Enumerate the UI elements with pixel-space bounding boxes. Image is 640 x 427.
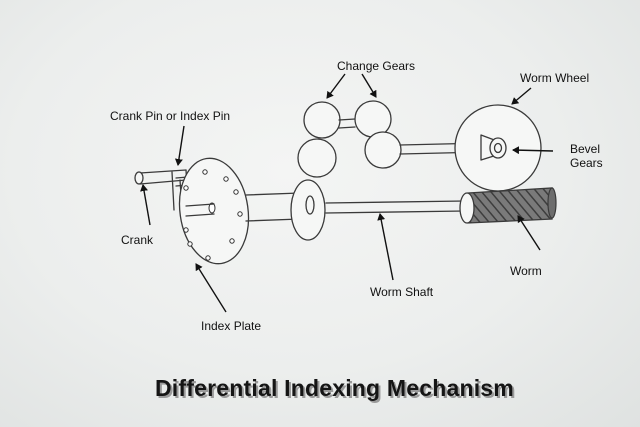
- title-shadow: Differential Indexing Mechanism: [157, 377, 516, 403]
- label-bevel-line2: Gears: [570, 156, 603, 170]
- worm: [459, 187, 557, 224]
- label-worm: Worm: [510, 264, 542, 278]
- arrow-bevel-gears: [512, 146, 554, 155]
- label-worm-shaft: Worm Shaft: [370, 285, 434, 299]
- arrow-worm-wheel: [511, 87, 532, 105]
- label-worm-wheel: Worm Wheel: [520, 71, 589, 85]
- arrow-worm-shaft: [377, 213, 394, 281]
- connecting-shaft: [185, 192, 301, 222]
- arrow-crank-pin: [174, 125, 185, 166]
- label-change-gears: Change Gears: [337, 59, 415, 73]
- arrow-index-plate: [195, 263, 227, 313]
- annotation-arrows: [140, 73, 554, 313]
- worm-shaft: [325, 200, 466, 214]
- lower-gear-disk: [290, 179, 326, 241]
- label-crank: Crank: [121, 233, 154, 247]
- label-crank-pin: Crank Pin or Index Pin: [110, 109, 230, 123]
- arrow-change-gears-left: [326, 73, 346, 99]
- index-plate: [178, 157, 250, 265]
- title-text: Differential Indexing Mechanism: [155, 375, 514, 401]
- change-gears: [297, 100, 402, 178]
- label-index-plate: Index Plate: [201, 319, 261, 333]
- arrow-change-gears-right: [361, 73, 377, 98]
- arrow-worm: [517, 215, 541, 251]
- worm-wheel: [454, 104, 542, 192]
- label-bevel-line1: Bevel: [570, 142, 600, 156]
- diagram-title: Differential Indexing Mechanism Differen…: [155, 375, 516, 403]
- arrow-crank: [140, 184, 151, 226]
- diagram-labels: Change Gears Worm Wheel Crank Pin or Ind…: [110, 59, 603, 333]
